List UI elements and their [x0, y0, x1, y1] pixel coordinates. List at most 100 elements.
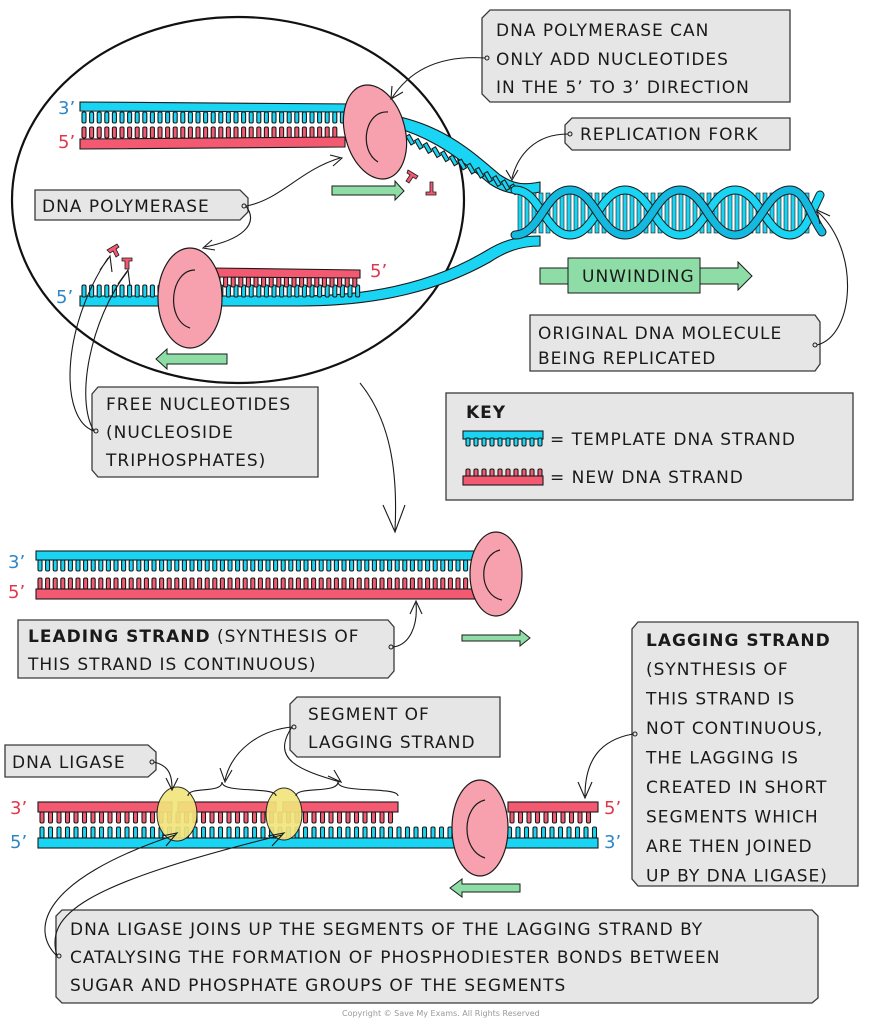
- leading-template-bases: [37, 559, 469, 572]
- base-tooth: [180, 126, 186, 139]
- base-tooth: [98, 577, 104, 590]
- base-tooth: [226, 826, 232, 839]
- base-tooth: [172, 111, 178, 124]
- lagging-strand-callout: [631, 621, 859, 887]
- base-tooth: [243, 811, 249, 824]
- base-tooth: [181, 577, 187, 590]
- base-tooth: [149, 126, 155, 139]
- base-tooth: [432, 577, 438, 590]
- base-tooth: [396, 826, 402, 839]
- base-tooth: [52, 577, 58, 590]
- direction-arrow-left: [449, 878, 521, 898]
- svg-text:UNWINDING: UNWINDING: [582, 267, 695, 287]
- leading-strand-callout: [17, 619, 395, 679]
- nucleotide-icon: [121, 257, 133, 270]
- key-new-swatch: [462, 468, 544, 486]
- leader-line: [390, 57, 486, 101]
- base-tooth: [273, 577, 279, 590]
- base-tooth: [364, 559, 370, 572]
- base-tooth: [328, 811, 334, 824]
- base-tooth: [271, 126, 277, 139]
- base-tooth: [96, 284, 102, 298]
- end-label-5prime: 5’: [8, 582, 25, 603]
- base-tooth: [132, 811, 139, 824]
- base-tooth: [149, 284, 155, 298]
- base-tooth: [489, 437, 495, 447]
- base-tooth: [379, 577, 385, 590]
- base-tooth: [37, 559, 43, 572]
- base-tooth: [513, 437, 519, 447]
- base-tooth: [90, 811, 96, 824]
- base-tooth: [261, 276, 267, 288]
- base-tooth: [288, 577, 294, 590]
- base-tooth: [333, 577, 339, 590]
- base-tooth: [227, 559, 233, 572]
- base-tooth: [273, 559, 279, 572]
- nucleotide-icon: [425, 181, 437, 196]
- base-tooth: [306, 276, 312, 288]
- base-tooth: [113, 559, 119, 572]
- base-tooth: [286, 126, 292, 139]
- end-label-3prime: 3’: [604, 832, 621, 853]
- base-tooth: [204, 559, 210, 572]
- base-tooth: [324, 284, 330, 298]
- svg-text:FREE NUCLEOTIDES: FREE NUCLEOTIDES: [106, 395, 291, 415]
- base-tooth: [256, 284, 262, 298]
- helix-base-pair: [783, 192, 789, 234]
- leading-new-bases: [37, 577, 469, 590]
- key-new-label: = NEW DNA STRAND: [550, 468, 744, 488]
- base-tooth: [209, 826, 215, 839]
- base-tooth: [532, 826, 538, 839]
- base-tooth: [413, 137, 424, 150]
- base-tooth: [105, 559, 111, 572]
- base-tooth: [113, 577, 119, 590]
- base-tooth: [291, 276, 297, 288]
- base-tooth: [311, 559, 317, 572]
- base-tooth: [189, 577, 195, 590]
- base-tooth: [280, 559, 286, 572]
- dna-polymerase-lagging: [451, 779, 509, 877]
- base-tooth: [256, 111, 262, 124]
- base-tooth: [119, 284, 125, 298]
- svg-text:ONLY ADD NUCLEOTIDES: ONLY ADD NUCLEOTIDES: [496, 50, 729, 70]
- svg-text:DNA LIGASE JOINS UP THE SEGMEN: DNA LIGASE JOINS UP THE SEGMENTS OF THE …: [70, 920, 703, 940]
- base-tooth: [568, 811, 575, 824]
- base-tooth: [151, 559, 157, 572]
- base-tooth: [195, 111, 201, 124]
- key-panel: KEY = TEMPLATE DNA STRAND = NEW DNA STRA…: [445, 392, 854, 501]
- base-tooth: [345, 826, 351, 839]
- base-tooth: [574, 826, 581, 839]
- base-tooth: [314, 276, 320, 288]
- base-tooth: [225, 284, 231, 298]
- base-tooth: [39, 826, 45, 839]
- base-tooth: [136, 559, 142, 572]
- base-tooth: [349, 577, 355, 590]
- base-tooth: [394, 577, 400, 590]
- end-label-3prime: 3’: [8, 552, 25, 573]
- base-tooth: [107, 826, 113, 839]
- helix-base-pair: [713, 192, 719, 234]
- base-tooth: [491, 174, 502, 188]
- base-tooth: [243, 826, 249, 839]
- base-tooth: [115, 811, 122, 824]
- base-tooth: [165, 126, 171, 139]
- key-title: KEY: [466, 403, 506, 423]
- base-tooth: [387, 811, 394, 824]
- base-tooth: [56, 826, 62, 839]
- base-tooth: [217, 826, 224, 839]
- svg-text:ORIGINAL DNA MOLECULE: ORIGINAL DNA MOLECULE: [538, 324, 782, 344]
- base-tooth: [104, 126, 110, 139]
- base-tooth: [288, 559, 294, 572]
- dna-double-helix: [510, 185, 827, 240]
- base-tooth: [379, 826, 385, 839]
- base-tooth: [286, 111, 292, 124]
- base-tooth: [223, 276, 229, 288]
- base-tooth: [509, 811, 515, 824]
- base-tooth: [317, 284, 323, 298]
- base-tooth: [197, 577, 203, 590]
- base-tooth: [421, 826, 428, 839]
- base-tooth: [166, 559, 172, 572]
- dna-polymerase-upper: [342, 84, 408, 180]
- base-tooth: [81, 811, 88, 824]
- base-tooth: [142, 126, 148, 139]
